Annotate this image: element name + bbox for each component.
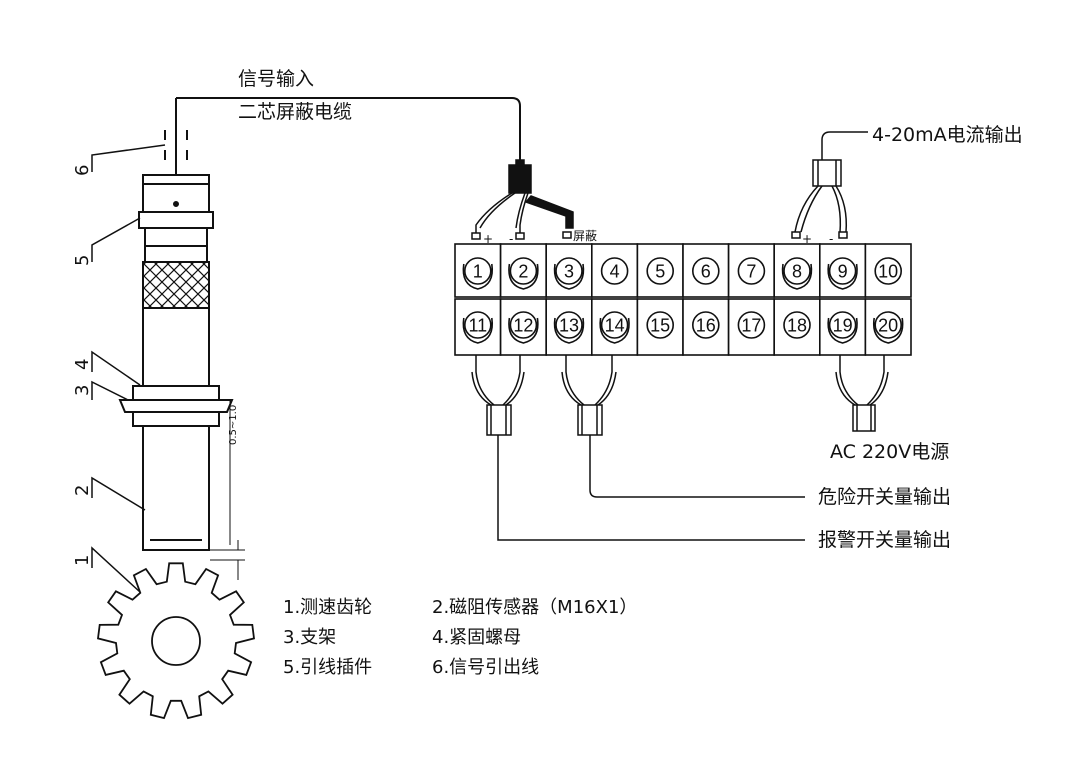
sensor-body	[142, 425, 210, 551]
terminal-number: 4	[610, 262, 620, 282]
signal-cable	[176, 97, 521, 165]
terminal-3: 3	[545, 243, 593, 298]
callout-2: 2	[72, 485, 93, 496]
terminal-number: 16	[696, 316, 716, 336]
sensor-callouts	[91, 144, 166, 593]
terminal9-minus: -	[829, 232, 833, 246]
terminal-16: 16	[682, 298, 730, 356]
sensor-assembly	[118, 98, 245, 580]
terminal-number: 3	[564, 262, 574, 282]
terminal1-plus: +	[483, 232, 493, 246]
parts-legend: 1.测速齿轮 2.磁阻传感器（M16X1） 3.支架 4.紧固螺母 5.引线插件…	[283, 597, 637, 678]
terminal-1: 1	[454, 243, 502, 298]
terminal-12: 12	[499, 298, 548, 356]
legend-item: 5.引线插件	[283, 657, 372, 678]
terminal-number: 14	[605, 316, 625, 336]
callout-3: 3	[72, 385, 93, 396]
alarm-output-label: 报警开关量输出	[818, 529, 951, 551]
terminal-6: 6	[682, 243, 730, 298]
terminal-number: 9	[838, 262, 848, 282]
signal-input-label: 信号输入	[238, 68, 314, 90]
terminal-13: 13	[545, 298, 593, 356]
terminal-number: 8	[792, 262, 802, 282]
terminal8-plus: +	[802, 232, 812, 246]
terminal-20: 20	[864, 298, 912, 356]
callout-5: 5	[72, 255, 93, 266]
callout-4: 4	[72, 359, 93, 370]
bottom-wiring	[471, 355, 889, 541]
terminal-19: 19	[818, 298, 867, 356]
terminal-2: 2	[499, 243, 548, 298]
shield-mark: 屏蔽	[573, 229, 597, 243]
danger-output-label: 危险开关量输出	[818, 486, 951, 508]
legend-item: 6.信号引出线	[432, 657, 539, 678]
legend-item: 4.紧固螺母	[432, 627, 521, 648]
terminal-7: 7	[727, 243, 775, 298]
terminal-18: 18	[773, 298, 821, 356]
cable-plug	[471, 159, 574, 240]
terminal-number: 11	[468, 316, 487, 336]
legend-item: 3.支架	[283, 627, 336, 648]
terminal-number: 7	[746, 262, 756, 282]
terminal-4: 4	[590, 243, 639, 298]
terminal-number: 17	[741, 316, 761, 336]
callout-1: 1	[72, 555, 93, 566]
terminal-number: 6	[701, 262, 711, 282]
bracket	[118, 399, 234, 413]
legend-item: 2.磁阻传感器（M16X1）	[432, 597, 637, 618]
terminal-11: 11	[454, 298, 502, 356]
terminal-8: 8	[773, 243, 821, 298]
speed-gear	[97, 562, 255, 720]
terminal-number: 5	[655, 262, 665, 282]
terminal-15: 15	[636, 298, 684, 356]
terminal-10: 10	[864, 243, 912, 298]
lock-nut	[132, 385, 220, 401]
terminal-number: 10	[878, 262, 898, 282]
terminal-number: 20	[878, 316, 898, 336]
terminal-number: 12	[513, 316, 533, 336]
terminal-17: 17	[727, 298, 775, 356]
terminal2-minus: -	[509, 232, 513, 246]
terminal-number: 18	[787, 316, 807, 336]
ac-power-label: AC 220V电源	[830, 441, 949, 463]
cable-type-label: 二芯屏蔽电缆	[238, 101, 352, 123]
terminal-5: 5	[636, 243, 684, 298]
terminal-number: 15	[650, 316, 670, 336]
legend-item: 1.测速齿轮	[283, 597, 372, 618]
current-output-label: 4-20mA电流输出	[872, 124, 1023, 146]
current-output-plug	[791, 131, 868, 239]
terminal-14: 14	[590, 298, 639, 356]
terminal-number: 13	[559, 316, 579, 336]
terminal-number: 1	[473, 262, 483, 282]
gap-dimension: 0.5~1.0	[228, 405, 239, 445]
callout-6: 6	[72, 165, 93, 176]
terminal-number: 2	[518, 262, 528, 282]
knurled-section	[142, 261, 210, 309]
terminal-number: 19	[833, 316, 853, 336]
terminal-9: 9	[818, 243, 867, 298]
